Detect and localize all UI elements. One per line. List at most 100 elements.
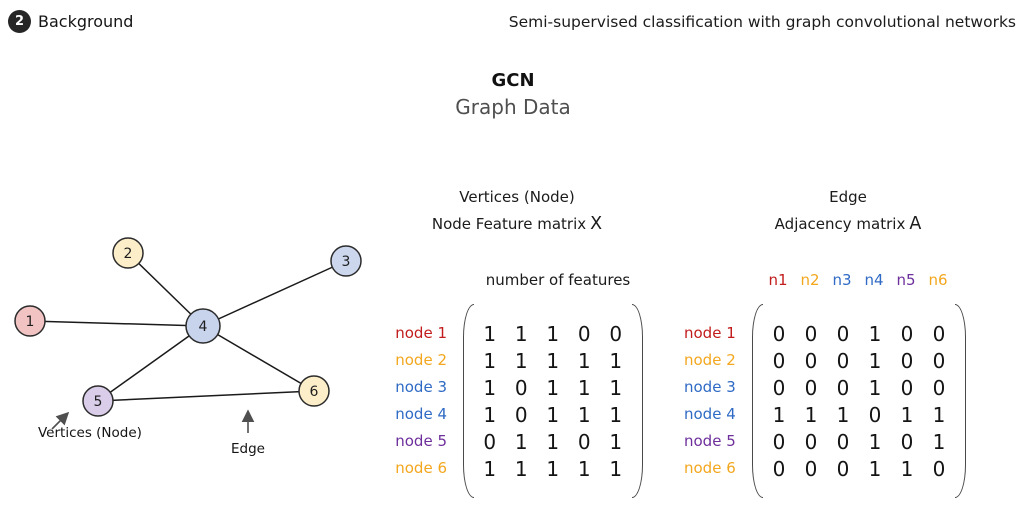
- matrix-cell: 1: [868, 348, 882, 373]
- matrix-cell: 0: [900, 429, 914, 454]
- main-title-block: GCN Graph Data: [0, 70, 1024, 119]
- matrix-cell: 1: [483, 402, 497, 427]
- edge-annotation-label: Edge: [231, 441, 265, 457]
- matrix-cell: 1: [546, 348, 560, 373]
- matrix-cell: 0: [609, 321, 623, 346]
- graph-edge: [29, 320, 204, 327]
- vertices-annotation-arrow: [51, 411, 70, 430]
- graph-node-label: 3: [342, 254, 351, 270]
- matrix-cell: 1: [932, 429, 946, 454]
- right-bracket: [955, 304, 966, 498]
- matrix-cell: 1: [514, 456, 528, 481]
- matrix-cell: 0: [772, 321, 786, 346]
- section-number-badge: 2: [8, 10, 31, 33]
- matrix-cell: 0: [483, 429, 497, 454]
- matrix-cell: 0: [932, 375, 946, 400]
- graph-edge: [97, 390, 315, 402]
- graph-node-label: 5: [94, 394, 103, 410]
- number-of-features-caption: number of features: [485, 271, 631, 289]
- matrix-cell: 0: [836, 429, 850, 454]
- adjacency-column-header: n4: [864, 271, 884, 289]
- matrix-cell: 1: [577, 348, 591, 373]
- feature-matrix-symbol: X: [590, 214, 603, 234]
- matrix-cell: 1: [609, 429, 623, 454]
- matrix-row-label: node 4: [684, 405, 736, 423]
- graph-node-label: 2: [124, 246, 133, 262]
- graph-edge: [202, 325, 315, 392]
- matrix-row-label: node 6: [684, 459, 736, 477]
- matrix-cell: 0: [836, 348, 850, 373]
- graph-node: [112, 237, 144, 269]
- matrix-cell: 0: [900, 375, 914, 400]
- matrix-cell: 1: [577, 402, 591, 427]
- matrix-cell: 0: [804, 321, 818, 346]
- slide-subtitle: Graph Data: [455, 95, 571, 119]
- matrix-cell: 0: [900, 321, 914, 346]
- matrix-cell: 1: [868, 321, 882, 346]
- matrix-cell: 1: [514, 429, 528, 454]
- matrix-cell: 1: [483, 456, 497, 481]
- vertices-annotation-label: Vertices (Node): [38, 425, 142, 441]
- matrix-cell: 1: [932, 402, 946, 427]
- matrix-row-label: node 5: [684, 432, 736, 450]
- graph-edge: [202, 260, 347, 327]
- matrix-cell: 1: [900, 456, 914, 481]
- matrix-cell: 1: [577, 456, 591, 481]
- matrix-cell: 0: [804, 375, 818, 400]
- matrix-row-label: node 2: [684, 351, 736, 369]
- graph-node-label: 1: [26, 314, 35, 330]
- graph-node: [330, 245, 362, 277]
- matrix-cell: 0: [772, 429, 786, 454]
- left-bracket: [463, 304, 474, 498]
- graph-node: [82, 385, 114, 417]
- matrix-cell: 1: [577, 375, 591, 400]
- adjacency-column-header: n2: [800, 271, 820, 289]
- matrix-cell: 0: [577, 429, 591, 454]
- adjacency-matrix-subheading: Adjacency matrix: [774, 215, 906, 233]
- adjacency-matrix-row-labels: node 1 node 2 node 3 node 4 node 5 node 6: [684, 320, 736, 482]
- matrix-cell: 0: [932, 348, 946, 373]
- matrix-cell: 1: [609, 402, 623, 427]
- adjacency-column-header: n1: [768, 271, 788, 289]
- matrix-cell: 1: [483, 375, 497, 400]
- matrix-cell: 0: [900, 348, 914, 373]
- adjacency-column-header: n6: [928, 271, 948, 289]
- matrix-cell: 1: [546, 402, 560, 427]
- adjacency-column-header: n3: [832, 271, 852, 289]
- graph-node-label: 6: [310, 384, 319, 400]
- matrix-cell: 1: [772, 402, 786, 427]
- graph-node: [298, 375, 330, 407]
- matrix-cell: 0: [772, 456, 786, 481]
- matrix-cell: 0: [836, 321, 850, 346]
- matrix-row-label: node 2: [395, 351, 447, 369]
- paper-title: Semi-supervised classification with grap…: [508, 13, 1016, 31]
- matrix-cell: 1: [609, 348, 623, 373]
- matrix-cell: 0: [804, 348, 818, 373]
- graph-edge: [97, 325, 204, 402]
- matrix-cell: 1: [514, 321, 528, 346]
- matrix-row-label: node 3: [684, 378, 736, 396]
- graph-node: [185, 308, 221, 344]
- feature-matrix-heading: Vertices (Node): [459, 188, 575, 206]
- matrix-row-label: node 1: [684, 324, 736, 342]
- matrix-cell: 1: [483, 348, 497, 373]
- matrix-cell: 0: [772, 348, 786, 373]
- slide-title: GCN: [491, 70, 535, 91]
- left-bracket: [752, 304, 763, 498]
- matrix-cell: 1: [483, 321, 497, 346]
- adjacency-matrix-heading: Edge: [829, 188, 867, 206]
- graph-node-label: 4: [199, 319, 208, 335]
- matrix-cell: 0: [804, 429, 818, 454]
- section-number: 2: [14, 14, 25, 29]
- right-bracket: [631, 304, 643, 498]
- matrix-cell: 1: [546, 456, 560, 481]
- matrix-cell: 1: [868, 375, 882, 400]
